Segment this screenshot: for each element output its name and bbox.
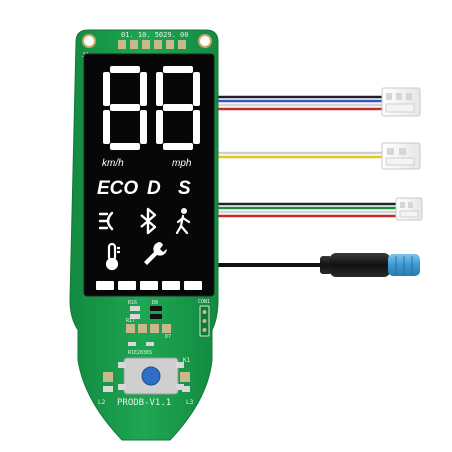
wire-harness-2 <box>214 151 384 159</box>
pedestrian-icon <box>175 208 191 235</box>
r16-label: R16 <box>128 300 137 306</box>
jst-connector-3 <box>395 197 423 221</box>
mode-s: S <box>178 178 191 199</box>
mount-hole-right <box>198 34 212 48</box>
jst-connector-2 <box>381 142 421 170</box>
pin-header <box>118 40 186 49</box>
unit-mph: mph <box>172 158 192 169</box>
part-code: R1E2038S <box>128 350 152 356</box>
speed-digits <box>103 66 200 150</box>
battery-segment <box>140 281 158 290</box>
k1-label: K1 <box>183 357 191 364</box>
model-label: PRODB-V1.1 <box>117 398 171 408</box>
battery-segment <box>118 281 136 290</box>
wire-harness-1 <box>214 95 384 111</box>
d7-label: D7 <box>165 334 171 340</box>
jst-connector-1 <box>381 87 421 117</box>
smd-components <box>103 305 210 392</box>
mount-hole-left <box>82 34 96 48</box>
d8-label: D8 <box>152 300 158 306</box>
battery-segment <box>184 281 202 290</box>
mode-d: D <box>147 178 161 199</box>
battery-segment <box>162 281 180 290</box>
digit-2 <box>156 66 200 150</box>
l2-label: L2 <box>98 399 106 406</box>
battery-segment <box>96 281 114 290</box>
bluetooth-icon <box>140 207 157 235</box>
con-label: CON1 <box>198 299 210 305</box>
tactile-button[interactable] <box>118 357 184 395</box>
button-cap[interactable] <box>141 366 161 386</box>
unit-kmh: km/h <box>102 158 124 169</box>
headlight-icon <box>98 211 114 231</box>
board-code: 01. 10. 5029. 00 <box>121 31 188 39</box>
thermometer-icon <box>105 242 120 271</box>
r17-label: R17 <box>126 318 135 324</box>
wire-harness-3 <box>214 202 398 218</box>
l3-label: L3 <box>186 399 194 406</box>
mode-eco: ECO <box>97 178 138 199</box>
waterproof-plug <box>320 253 420 277</box>
lcd-panel <box>83 53 215 297</box>
battery-bar <box>96 281 202 290</box>
wrench-icon <box>144 242 167 265</box>
digit-1 <box>103 66 147 150</box>
